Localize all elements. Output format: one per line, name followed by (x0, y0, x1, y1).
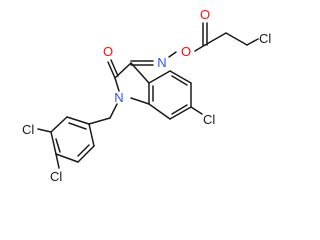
atom-o-oxime: O (181, 44, 191, 59)
bond (50, 116, 68, 133)
bond (55, 153, 79, 163)
atom-n-indole: N (114, 90, 123, 105)
bond (55, 153, 60, 169)
atom-cl-chain: Cl (259, 31, 271, 46)
bond (225, 32, 248, 46)
bond (169, 70, 192, 84)
bond (66, 116, 90, 125)
bond (246, 38, 259, 46)
molecule-structure: O Cl O N O N Cl Cl Cl (22, 7, 271, 184)
bond (77, 144, 90, 157)
bond (168, 51, 177, 58)
atom-o-lactam: O (103, 44, 113, 59)
atom-cl-benzyl-3: Cl (22, 122, 34, 137)
bond (109, 103, 118, 119)
bond (130, 62, 150, 84)
bond (77, 145, 95, 163)
bond (148, 70, 171, 84)
bond (148, 103, 171, 120)
bond (204, 32, 227, 46)
bond (88, 117, 111, 125)
atom-o-ester-carbonyl: O (200, 7, 210, 22)
bond (169, 106, 192, 120)
atom-n-oxime: N (157, 55, 166, 70)
atom-cl-ring: Cl (203, 112, 215, 127)
atom-label-layer: O Cl O N O N Cl Cl Cl (22, 7, 271, 184)
bond (110, 59, 119, 77)
bond (114, 77, 120, 92)
bond (107, 61, 116, 79)
bond (55, 138, 61, 153)
bond (88, 123, 95, 147)
bond (68, 122, 87, 130)
atom-cl-benzyl-4: Cl (50, 169, 62, 184)
bond (171, 104, 188, 115)
molecule-canvas: O Cl O N O N Cl Cl Cl (22, 7, 271, 184)
bond (171, 75, 188, 86)
bond (37, 128, 52, 133)
bond (190, 106, 203, 115)
bond-layer (37, 22, 259, 169)
bond (50, 131, 57, 155)
bond (194, 44, 206, 52)
bond (130, 97, 150, 105)
